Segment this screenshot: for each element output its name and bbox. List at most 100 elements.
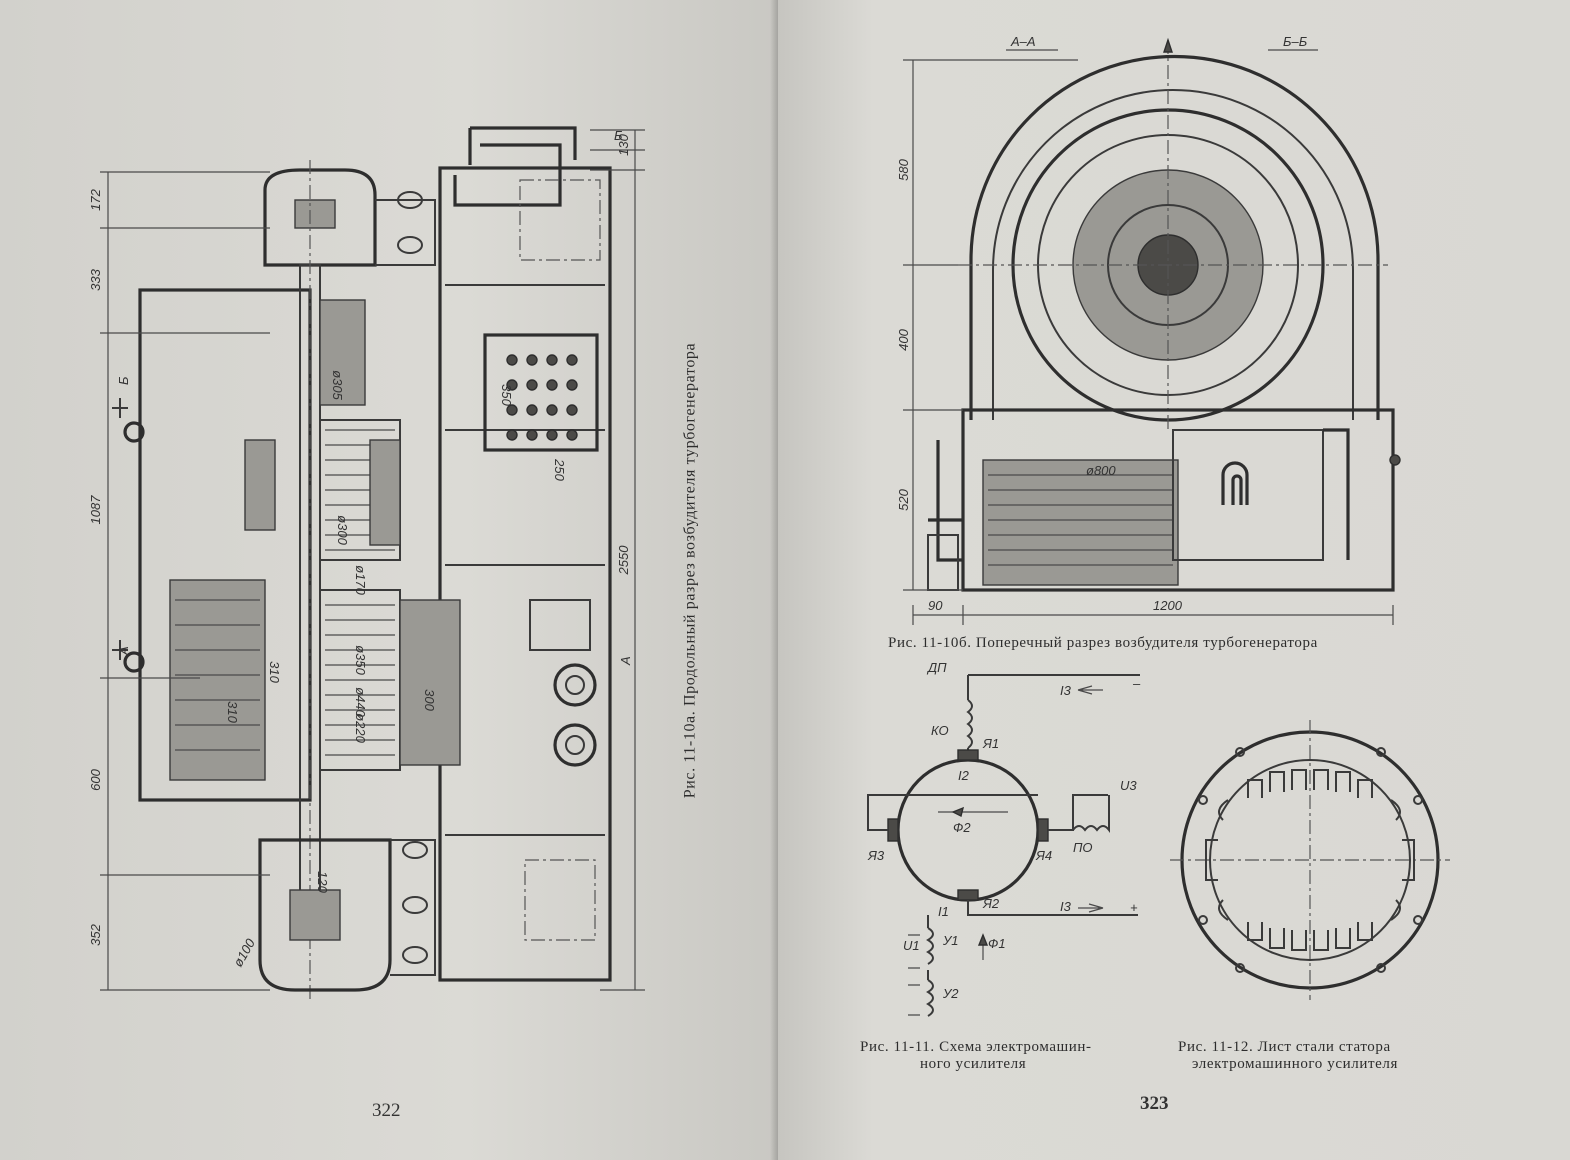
bottom-wire xyxy=(967,900,1138,916)
section-mark-circle-a xyxy=(123,651,145,673)
slots-top xyxy=(1247,769,1373,798)
cooler-pipe xyxy=(453,126,577,207)
top-cabinet xyxy=(519,179,601,261)
dim-o220: ø220 xyxy=(353,713,368,743)
brush-ya2 xyxy=(957,889,979,901)
right-page-drawings: 580 400 520 90 1200 ø800 А–А Б–Б xyxy=(867,34,1450,1017)
field-pole xyxy=(399,599,461,766)
dim-800: ø800 xyxy=(1086,463,1116,478)
section-aa-label: А–А xyxy=(1010,34,1036,49)
dim-172: 172 xyxy=(88,188,103,210)
fig-11-11-caption-line1: Рис. 11-11. Схема электромашин- xyxy=(860,1039,1092,1055)
frame-ribs xyxy=(445,284,605,836)
top-bearing xyxy=(263,168,377,267)
fig-11-11-caption-line2: ного усилителя xyxy=(920,1056,1027,1072)
dim-o440: ø440 xyxy=(353,687,368,717)
side-flange xyxy=(928,440,963,562)
section-bb-label: Б–Б xyxy=(1283,34,1308,49)
terminal-panel xyxy=(1172,429,1324,561)
dim-1200: 1200 xyxy=(1153,598,1183,613)
brush-holder xyxy=(244,439,276,531)
coil-po xyxy=(1072,795,1110,833)
bottom-cabinet xyxy=(524,859,596,941)
flange-bottom xyxy=(553,723,597,767)
bottom-bearing-shell xyxy=(289,889,341,941)
coil-dp-ko xyxy=(966,699,973,749)
slots-bottom xyxy=(1247,922,1373,951)
terminal-box xyxy=(483,333,599,452)
lamination-axes xyxy=(1170,720,1450,1000)
terminal-bars xyxy=(1221,461,1249,505)
brush-ya1 xyxy=(957,749,979,761)
lamination-inner-ring xyxy=(1209,759,1411,961)
label-ya3: Я3 xyxy=(867,848,885,863)
bottom-bearing xyxy=(258,838,392,992)
brush-ya3 xyxy=(887,818,899,842)
fig-11-11-caption: Рис. 11-11. Схема электромашин- ного уси… xyxy=(860,1039,1160,1073)
fig-11-12-caption: Рис. 11-12. Лист стали статора электрома… xyxy=(1178,1039,1478,1073)
label-u1: U1 xyxy=(903,938,920,953)
side-cabinet xyxy=(529,599,591,651)
stator-lamination-drawing xyxy=(1170,720,1450,1000)
cross-dim-horizontal xyxy=(912,605,1394,625)
dim-o350: ø350 xyxy=(353,645,368,675)
label-ko: КО xyxy=(931,723,949,738)
terminal-grid xyxy=(506,354,578,441)
dim-310a: 310 xyxy=(267,661,282,683)
fig-11-10b-caption: Рис. 11-10б. Поперечный разрез возбудите… xyxy=(888,635,1318,651)
left-page: 172 333 1087 600 352 130 2550 350 250 ø3… xyxy=(0,0,778,1160)
longitudinal-section-drawing: 172 333 1087 600 352 130 2550 350 250 ø3… xyxy=(88,126,645,1000)
dim-1087: 1087 xyxy=(88,495,103,525)
label-ya2: Я2 xyxy=(982,896,1000,911)
brush-ya4 xyxy=(1037,818,1049,842)
section-mark-b-top: Б xyxy=(614,128,623,143)
dim-o300: ø300 xyxy=(335,515,350,545)
label-i3-top: I3 xyxy=(1060,683,1072,698)
fig-11-10a-caption: Рис. 11-10а. Продольный разрез возбудите… xyxy=(681,342,699,799)
top-bearing-cover xyxy=(375,199,436,266)
dim-400: 400 xyxy=(896,328,911,350)
dim-90: 90 xyxy=(928,598,943,613)
label-y1: У1 xyxy=(942,933,959,948)
frame-right xyxy=(438,166,612,982)
fig-11-12-caption-line2: электромашинного усилителя xyxy=(1192,1056,1398,1072)
dim-2550: 2550 xyxy=(616,545,631,576)
label-ya1: Я1 xyxy=(982,736,999,751)
flange-top xyxy=(553,663,597,707)
section-mark-b-mid: Б xyxy=(116,376,131,385)
label-phi2: Ф2 xyxy=(953,820,971,835)
dim-520: 520 xyxy=(896,488,911,510)
dim-333: 333 xyxy=(88,268,103,290)
end-winding xyxy=(169,579,266,781)
commutator xyxy=(319,299,366,406)
dim-120: 120 xyxy=(315,871,330,893)
label-minus: – xyxy=(1132,676,1141,691)
fig-11-12-caption-line1: Рис. 11-12. Лист стали статора xyxy=(1178,1039,1391,1055)
dim-130: 130 xyxy=(616,133,631,155)
pole-winding-upper xyxy=(369,439,401,546)
bottom-bearing-cover xyxy=(390,839,436,976)
label-phi1: Ф1 xyxy=(988,936,1006,951)
section-mark-a-right: А xyxy=(618,656,633,666)
cross-section-drawing xyxy=(903,37,1401,625)
right-page: 580 400 520 90 1200 ø800 А–А Б–Б xyxy=(778,0,1570,1160)
label-u3: U3 xyxy=(1120,778,1137,793)
dim-600: 600 xyxy=(88,768,103,790)
dim-310b: 310 xyxy=(225,701,240,723)
pole-stack xyxy=(982,459,1179,586)
amplifier-schematic xyxy=(867,674,1140,1017)
label-i1: I1 xyxy=(938,904,949,919)
label-plus: + xyxy=(1130,900,1138,915)
dim-352: 352 xyxy=(88,923,103,945)
housing-arc xyxy=(969,54,1380,420)
dim-300: 300 xyxy=(422,689,437,711)
coil-y2 xyxy=(926,979,934,1017)
page-number-left: 322 xyxy=(372,1100,401,1121)
dim-580: 580 xyxy=(896,158,911,180)
base-frame xyxy=(961,408,1395,592)
label-ya4: Я4 xyxy=(1035,848,1052,863)
section-mark-circle-b xyxy=(123,421,145,443)
label-i3-bottom: I3 xyxy=(1060,899,1072,914)
label-po: ПО xyxy=(1073,840,1093,855)
dim-o100: ø100 xyxy=(230,936,258,970)
